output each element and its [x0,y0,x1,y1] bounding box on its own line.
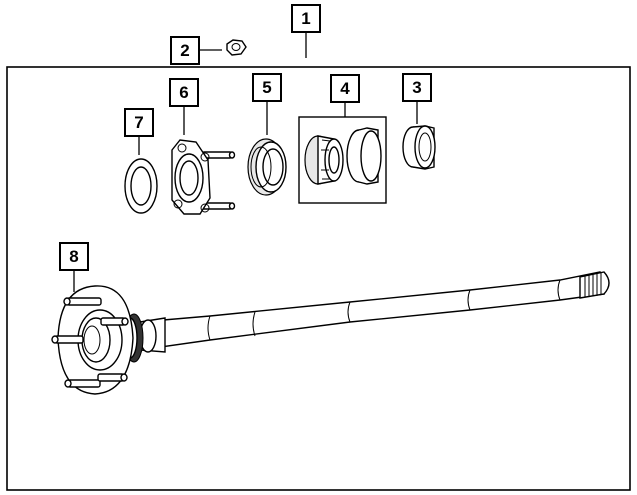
callout-4[interactable]: 4 [330,74,360,117]
svg-text:1: 1 [301,9,310,28]
callout-8[interactable]: 8 [59,242,89,292]
lug-nut [226,39,247,56]
bearing-kit-box [298,116,387,204]
seal-ring [124,158,158,214]
bearing-retainer [171,139,236,215]
callout-3[interactable]: 3 [402,73,432,124]
callout-6[interactable]: 6 [169,78,199,135]
axle-shaft [139,271,610,353]
axle-flange [57,285,144,395]
svg-text:3: 3 [412,78,421,97]
callout-2[interactable]: 2 [170,36,222,65]
callout-7[interactable]: 7 [124,108,154,155]
svg-text:5: 5 [262,78,271,97]
wheel-studs [51,297,129,388]
callout-1[interactable]: 1 [291,4,321,58]
svg-text:7: 7 [134,113,143,132]
bearing-cup [346,127,382,185]
bearing-cone [304,135,344,185]
svg-text:4: 4 [340,79,350,98]
oil-seal [247,138,287,196]
svg-text:8: 8 [69,247,78,266]
bearing-race [402,125,436,170]
svg-text:2: 2 [180,41,189,60]
callout-5[interactable]: 5 [252,73,282,135]
assembly-frame [6,66,631,491]
svg-text:6: 6 [179,83,188,102]
